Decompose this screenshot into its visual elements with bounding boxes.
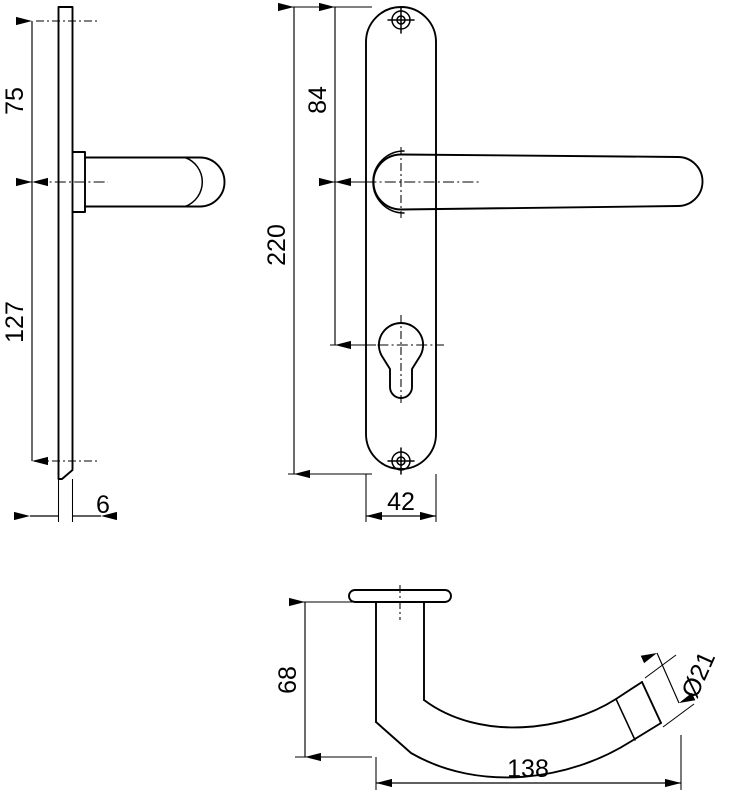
- screw-hole-top-icon: [387, 6, 415, 34]
- backplate-outline-front: [365, 6, 437, 470]
- view-side-plate: 75 127 6: [1, 6, 226, 522]
- lever-tip-face: [641, 681, 662, 724]
- rose-disc-profile: [348, 589, 452, 603]
- euro-profile-keyhole: [358, 315, 444, 403]
- ext-line-d21-lower: [662, 703, 695, 728]
- dim-label-68: 68: [274, 666, 302, 694]
- dim-label-42: 42: [387, 488, 415, 516]
- dim-line-d21: [640, 652, 696, 704]
- dim-label-75: 75: [1, 87, 29, 115]
- lever-outer-curve: [375, 721, 662, 779]
- dim-label-d21: Ø21: [676, 647, 721, 702]
- screw-hole-bottom-icon: [387, 447, 415, 475]
- dim-label-6: 6: [96, 491, 110, 519]
- view-front-plate: 220 84 42: [263, 2, 704, 522]
- view-lever-profile: Ø21 68 138: [274, 585, 721, 790]
- lever-tip-section-line: [615, 698, 636, 741]
- dim-label-220: 220: [263, 224, 291, 266]
- lever-bar-front: [400, 153, 704, 211]
- dim-label-138: 138: [507, 755, 549, 783]
- backplate-edge-profile: [57, 6, 74, 480]
- lever-inner-curve: [423, 681, 643, 729]
- dim-label-84: 84: [304, 86, 332, 114]
- lever-nose-edge-side: [184, 156, 204, 208]
- ext-line-d21-upper: [644, 654, 677, 679]
- dim-label-127: 127: [1, 301, 29, 343]
- lever-bar-side: [84, 156, 226, 208]
